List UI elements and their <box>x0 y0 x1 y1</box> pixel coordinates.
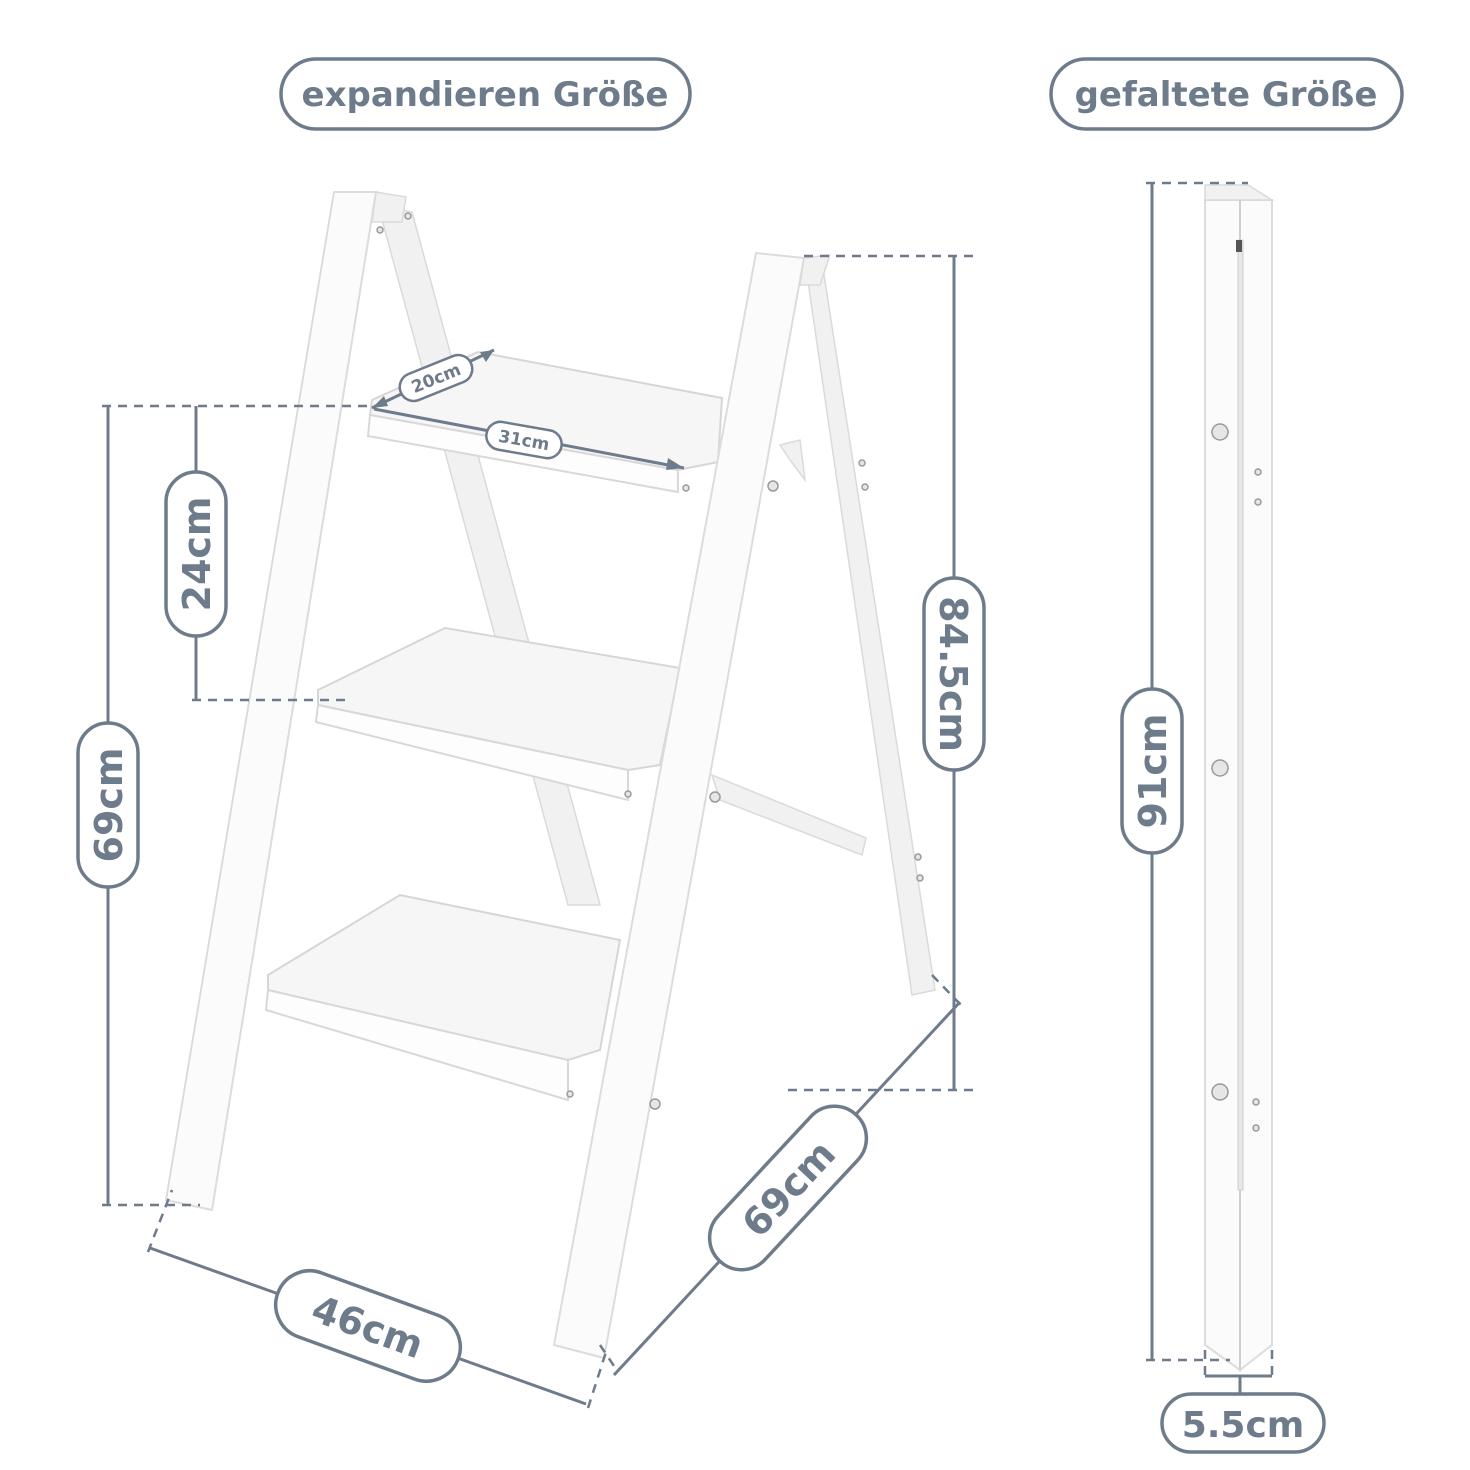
total-height-label: 84.5cm <box>931 596 975 752</box>
bolt <box>914 853 922 861</box>
bolt <box>861 483 869 491</box>
bolt <box>1254 468 1262 476</box>
dimension-folded-thickness: 5.5cm <box>1160 1350 1326 1454</box>
bolt <box>916 874 924 882</box>
bolt <box>624 790 632 798</box>
bolt <box>1211 423 1229 441</box>
bolt <box>1211 759 1229 777</box>
bolt <box>649 1098 661 1110</box>
bolt <box>1211 1083 1229 1101</box>
front-leg-left <box>164 191 378 1212</box>
bolt <box>404 212 412 220</box>
rear-leg-left <box>376 204 601 906</box>
bolt <box>1254 498 1262 506</box>
bolt <box>566 1090 574 1098</box>
bolt <box>709 791 721 803</box>
dimension-base-width: 46cm <box>146 1189 608 1409</box>
folded-height-label: 91cm <box>1131 713 1175 828</box>
bolt <box>858 459 866 467</box>
dimension-total-height: 84.5cm <box>788 254 986 1092</box>
folded-size-heading: gefaltete Größe <box>1049 57 1404 131</box>
bolt <box>376 226 384 234</box>
bolt <box>1252 1124 1260 1132</box>
folded-ladder <box>1204 184 1275 1373</box>
rear-leg-right <box>805 260 936 996</box>
platform-height-label: 69cm <box>87 747 131 862</box>
expanded-size-heading: expandieren Größe <box>279 57 692 131</box>
bolt <box>682 484 690 492</box>
dimension-platform-height: 69cm <box>76 404 378 1207</box>
dimension-folded-height: 91cm <box>1120 181 1248 1362</box>
step-spacing-label: 24cm <box>175 496 219 611</box>
bolt <box>767 480 779 492</box>
expanded-ladder <box>164 191 936 1360</box>
folded-thickness-label: 5.5cm <box>1182 1405 1305 1446</box>
upper-brace <box>778 439 807 483</box>
dimension-step-spacing: 24cm <box>164 406 346 702</box>
expanded-size-heading-text: expandieren Größe <box>302 75 669 115</box>
folded-rail-left <box>1204 199 1241 1372</box>
folded-rail-right <box>1239 199 1273 1373</box>
folded-size-heading-text: gefaltete Größe <box>1075 75 1378 115</box>
bolt <box>1252 1098 1260 1106</box>
dimension-step-width: 31cm <box>373 407 685 470</box>
cross-brace <box>710 773 867 857</box>
